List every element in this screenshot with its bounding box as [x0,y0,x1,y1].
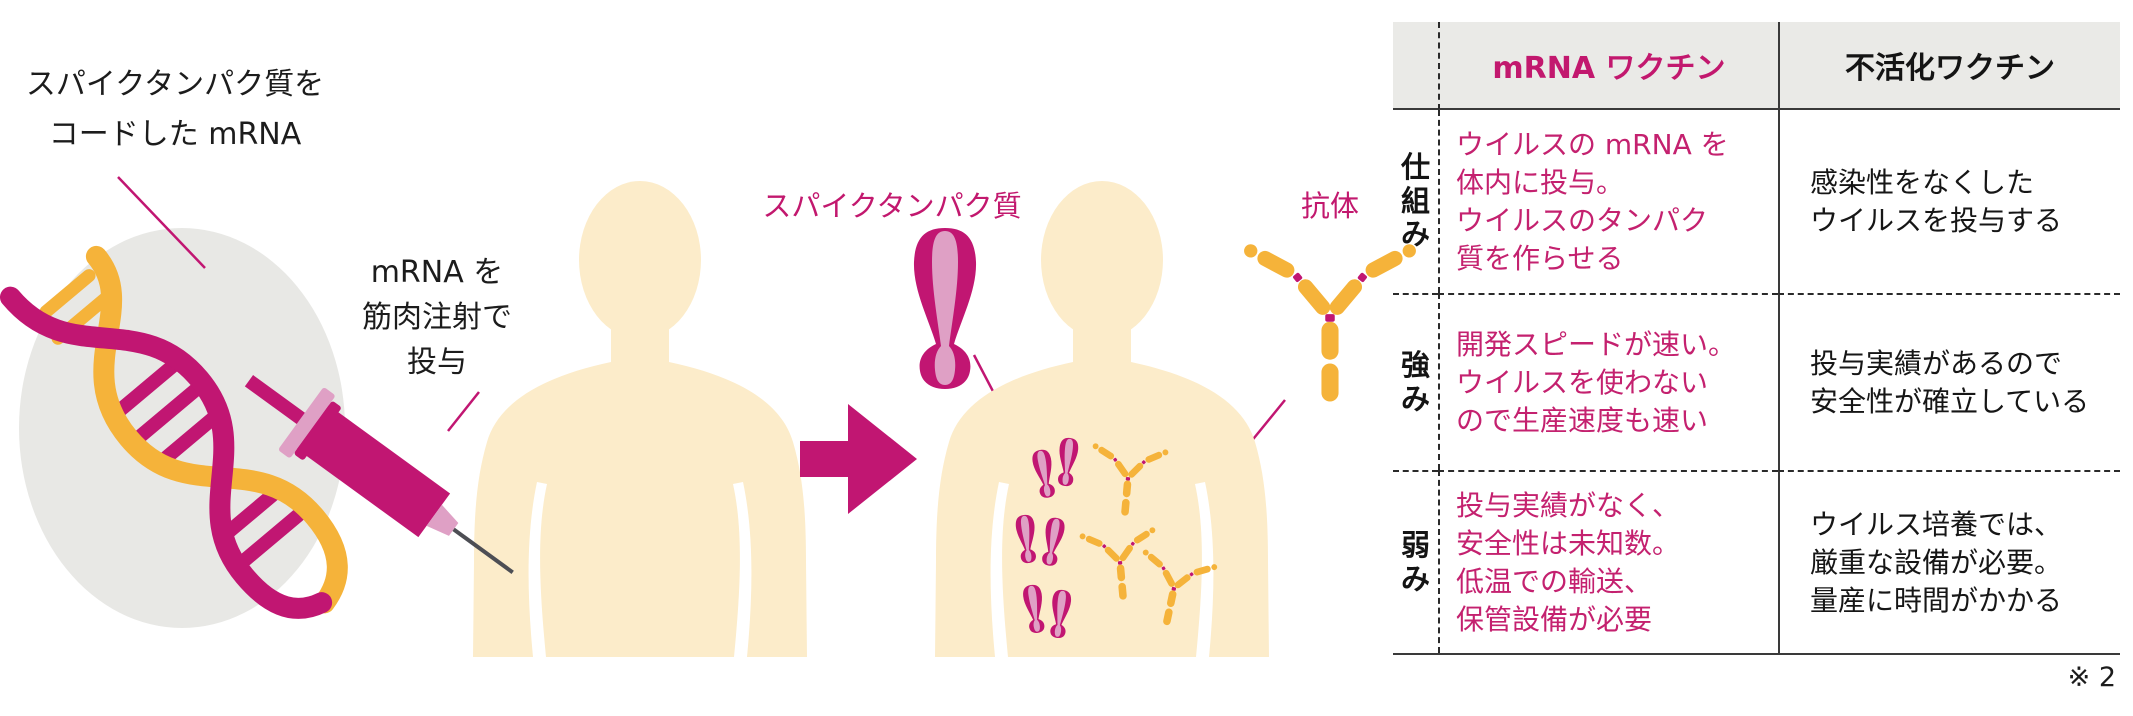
person-after-figure [935,181,1269,657]
row-label-weakness: 弱み [1393,470,1438,653]
cell-mechanism-inactivated: 感染性をなくした ウイルスを投与する [1778,110,2120,293]
spike-protein-label: スパイクタンパク質 [762,189,1022,223]
vaccine-comparison-table: mRNA ワクチン 不活化ワクチン 仕組み ウイルスの mRNA を 体内に投与… [1393,22,2120,655]
right-arrow-icon [800,404,917,514]
cell-mechanism-mrna: ウイルスの mRNA を 体内に投与。 ウイルスのタンパク 質を作らせる [1438,110,1778,293]
spike-protein-icon [913,228,977,389]
injection-label-leader-line [447,391,480,432]
cell-strength-mrna: 開発スピードが速い。 ウイルスを使わない ので生産速度も速い [1438,293,1778,470]
mrna-code-label: スパイクタンパク質を コードした mRNA [25,67,325,152]
dna-helix-icon [0,245,348,619]
antibody-label: 抗体 [1300,189,1359,223]
cell-weakness-mrna: 投与実績がなく、 安全性は未知数。 低温での輸送、 保管設備が必要 [1438,470,1778,653]
header-mrna-vaccine: mRNA ワクチン [1438,22,1778,110]
footnote-reference: ※ 2 [2067,662,2116,693]
header-empty-cell [1393,22,1438,110]
syringe-icon [244,375,514,574]
row-label-mechanism: 仕組み [1400,150,1430,252]
header-inactivated-vaccine: 不活化ワクチン [1778,22,2120,110]
row-label-strength: 強み [1393,293,1438,470]
cell-strength-inactivated: 投与実績があるので 安全性が確立している [1778,293,2120,470]
cell-weakness-inactivated: ウイルス培養では、 厳重な設備が必要。 量産に時間がかかる [1778,470,2120,653]
injection-label: mRNA を 筋肉注射で 投与 [362,255,512,380]
needle-icon [452,527,514,574]
mrna-label-leader-line [117,176,206,269]
